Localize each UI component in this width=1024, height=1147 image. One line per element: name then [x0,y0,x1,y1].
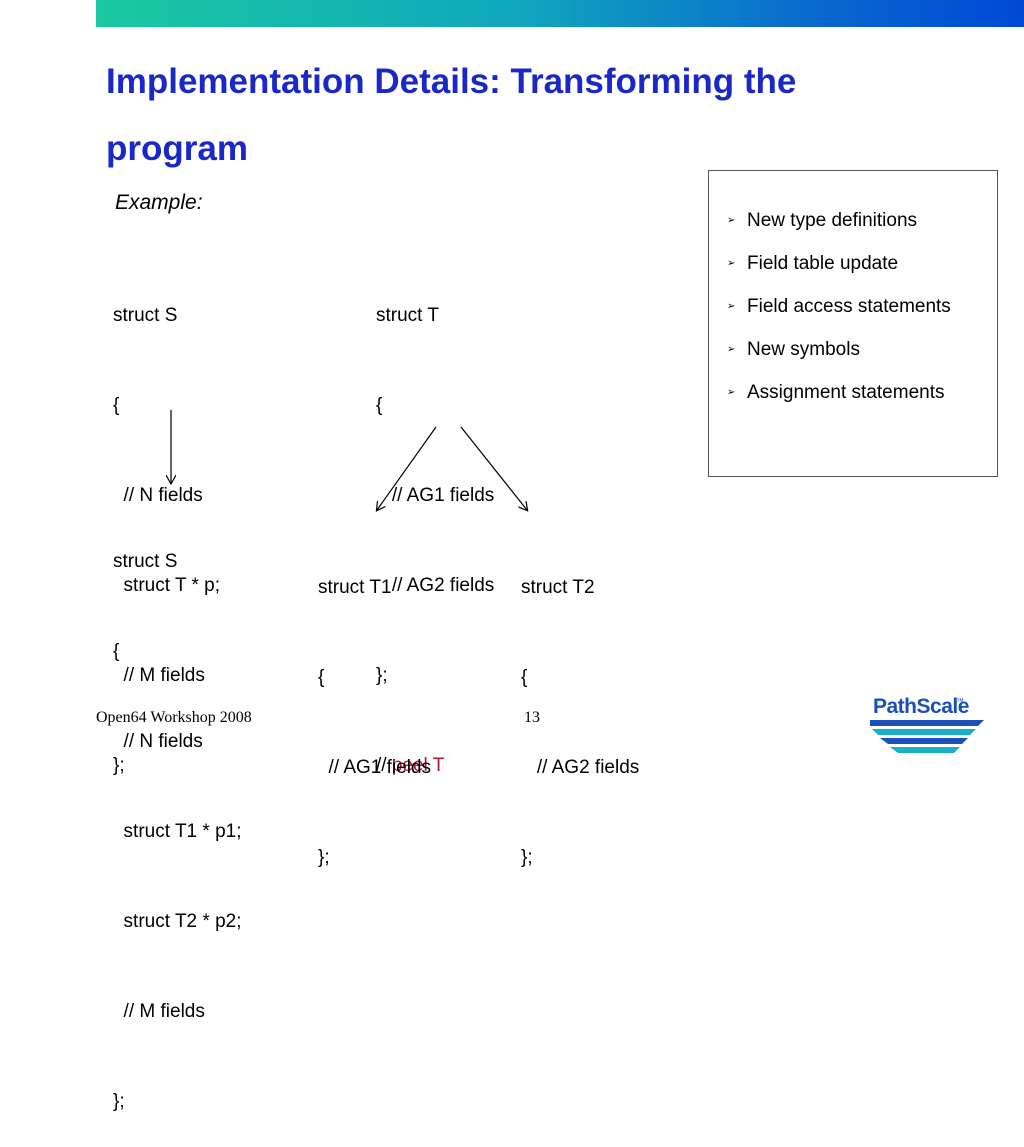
slide-title: Implementation Details: Transforming the… [106,62,797,168]
code-line: }; [113,1091,125,1112]
code-line: { [521,667,528,688]
arrowhead-bullet-icon: ➢ [727,301,736,312]
code-line: { [376,395,383,416]
bullet-text: Field table update [747,253,899,274]
logo-stripes-icon [870,720,984,753]
bullet-text: Assignment statements [747,382,945,403]
code-line: }; [113,755,125,776]
arrow-t-to-t2 [460,426,527,510]
code-line: }; [521,847,533,868]
code-line: struct S [113,551,178,572]
page-number: 13 [524,709,540,726]
code-struct-s-before: struct S { // N fields struct T * p; // … [113,241,220,811]
code-line: { [318,667,325,688]
code-line: // M fields [113,1001,205,1022]
bullet-text: New type definitions [747,210,918,231]
bullet-item: ➢ Assignment statements [719,380,987,405]
transform-arrows [0,410,1024,768]
code-line: }; [376,665,388,686]
arrowhead-bullet-icon: ➢ [727,344,736,355]
peel-prefix: // [376,755,392,776]
footer-event: Open64 Workshop 2008 [96,709,252,726]
arrowhead-bullet-icon: ➢ [727,258,736,269]
code-line: struct T2 [521,577,595,598]
code-line: // AG2 fields [376,575,495,596]
bullet-item: ➢ Field table update [719,251,987,276]
arrowhead-bullet-icon: ➢ [727,387,736,398]
pathscale-logo: PathScale ™ [866,690,996,756]
code-line: }; [318,847,330,868]
bullet-list: ➢ New type definitions ➢ Field table updat… [719,208,987,405]
logo-tm: ™ [956,697,964,706]
code-line: struct T [376,305,439,326]
code-line: // AG1 fields [376,485,495,506]
bullet-item: ➢ New type definitions [719,208,987,233]
bullet-item: ➢ New symbols [719,337,987,362]
code-line: struct T2 * p2; [113,911,242,932]
code-line: struct T1 * p1; [113,821,242,842]
code-line: { [113,395,120,416]
bullet-item: ➢ Field access statements [719,294,987,319]
code-line: // M fields [113,665,205,686]
example-label: Example: [115,191,203,214]
code-line: { [113,641,120,662]
arrowhead-bullet-icon: ➢ [727,215,736,226]
code-line: struct T * p; [113,575,221,596]
top-gradient-bar [96,0,1024,27]
logo-text: PathScale [873,695,969,718]
code-line: // N fields [113,485,203,506]
arrow-t-to-t1 [377,426,437,510]
bullet-box: ➢ New type definitions ➢ Field table updat… [708,170,998,477]
code-line: struct T1 [318,577,392,598]
code-line: // N fields [113,731,203,752]
bullet-text: Field access statements [747,296,951,317]
code-line: struct S [113,305,178,326]
bullet-text: New symbols [747,339,860,360]
